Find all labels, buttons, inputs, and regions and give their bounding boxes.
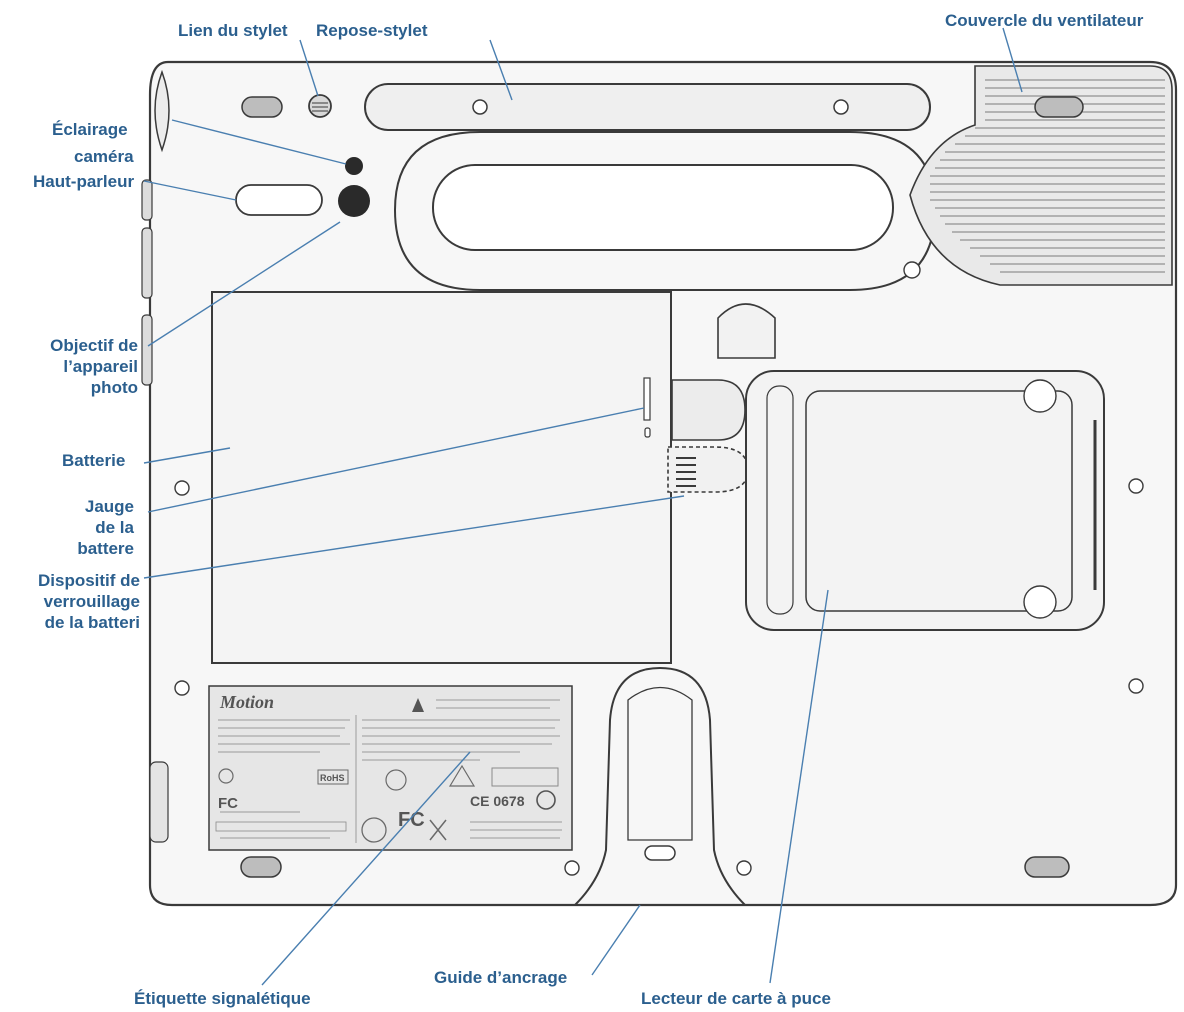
- camera-lens: [338, 185, 370, 217]
- label-fan-cover: Couvercle du ventilateur: [945, 11, 1144, 30]
- smart-card-slot-inner: [805, 390, 1073, 612]
- battery-pack: [211, 291, 672, 664]
- foot-top-left: [241, 96, 283, 118]
- label-speaker: Haut-parleur: [33, 172, 135, 191]
- leader-pen-tether: [299, 39, 319, 97]
- screw-bottom-right: [736, 860, 752, 876]
- pen-rest-screw-2: [833, 99, 849, 115]
- label-nameplate: Étiquette signalétique: [134, 989, 311, 1008]
- smart-card-pad-1: [1023, 379, 1057, 413]
- leader-camera-light: [171, 119, 347, 165]
- docking-guide: [574, 666, 746, 906]
- nameplate-ce: CE 0678: [470, 793, 525, 809]
- leader-pen-rest: [489, 39, 513, 101]
- camera-light: [345, 157, 363, 175]
- fan-vents: [930, 79, 1165, 273]
- pen-rest-screw-1: [472, 99, 488, 115]
- label-battery-gauge: Jauge de la battere: [77, 497, 134, 558]
- nameplate-brand: Motion: [219, 692, 274, 712]
- nameplate-fcc: FC: [218, 795, 238, 812]
- battery-latch-grip: [676, 457, 696, 487]
- pen-rest: [364, 83, 931, 131]
- nameplate-rohs: RoHS: [320, 773, 345, 783]
- leader-battery-latch: [143, 495, 685, 579]
- leader-docking-guide: [591, 904, 641, 976]
- smart-card-left-rail: [766, 385, 794, 615]
- smart-card-pad-2: [1023, 585, 1057, 619]
- left-edge-bump: [154, 69, 170, 153]
- speaker-grille: [235, 184, 323, 216]
- label-pen-tether: Lien du stylet: [178, 21, 288, 40]
- nameplate-fine-print: [218, 719, 562, 839]
- stylus-pocket: [717, 303, 776, 359]
- battery-gauge-bar: [643, 377, 651, 421]
- fan-foot: [1034, 96, 1084, 118]
- screw-right-mid: [1128, 478, 1144, 494]
- label-camera-light-2: caméra: [74, 147, 134, 166]
- carry-handle-slot: [432, 164, 894, 251]
- docking-slot: [644, 845, 676, 861]
- left-port-1: [141, 179, 153, 221]
- leader-fan-cover: [1002, 27, 1023, 93]
- leader-speaker: [143, 180, 237, 201]
- left-port-3: [141, 314, 153, 386]
- label-camera-lens: Objectif de l’appareil photo: [50, 336, 138, 397]
- pen-tether: [308, 94, 332, 118]
- leader-lines: [143, 27, 1023, 986]
- label-docking-guide: Guide d’ancrage: [434, 968, 568, 987]
- screw-left-low: [174, 680, 190, 696]
- screw-fan-lower: [903, 261, 921, 279]
- screw-bottom-left: [564, 860, 580, 876]
- leader-smart-card: [769, 589, 829, 984]
- left-port-2: [141, 227, 153, 299]
- foot-bottom-left: [240, 856, 282, 878]
- label-battery-latch: Dispositif de verrouillage de la batteri: [37, 571, 140, 632]
- screw-left-mid: [174, 480, 190, 496]
- leader-battery: [143, 447, 231, 464]
- leader-label-plate: [261, 751, 471, 986]
- leader-camera-lens: [147, 221, 341, 347]
- battery-latch-tab: [671, 379, 746, 441]
- label-battery: Batterie: [62, 451, 126, 470]
- left-port-4: [149, 761, 169, 843]
- label-pen-rest: Repose-stylet: [316, 21, 428, 40]
- smart-card-reader: [745, 370, 1105, 631]
- foot-bottom-right: [1024, 856, 1070, 878]
- carry-handle-outer: [393, 131, 937, 291]
- leader-battery-gauge: [147, 407, 645, 513]
- label-smart-card: Lecteur de carte à puce: [641, 989, 831, 1008]
- screw-right-low: [1128, 678, 1144, 694]
- label-camera-light-1: Éclairage: [52, 120, 128, 139]
- battery-gauge-button: [644, 427, 651, 438]
